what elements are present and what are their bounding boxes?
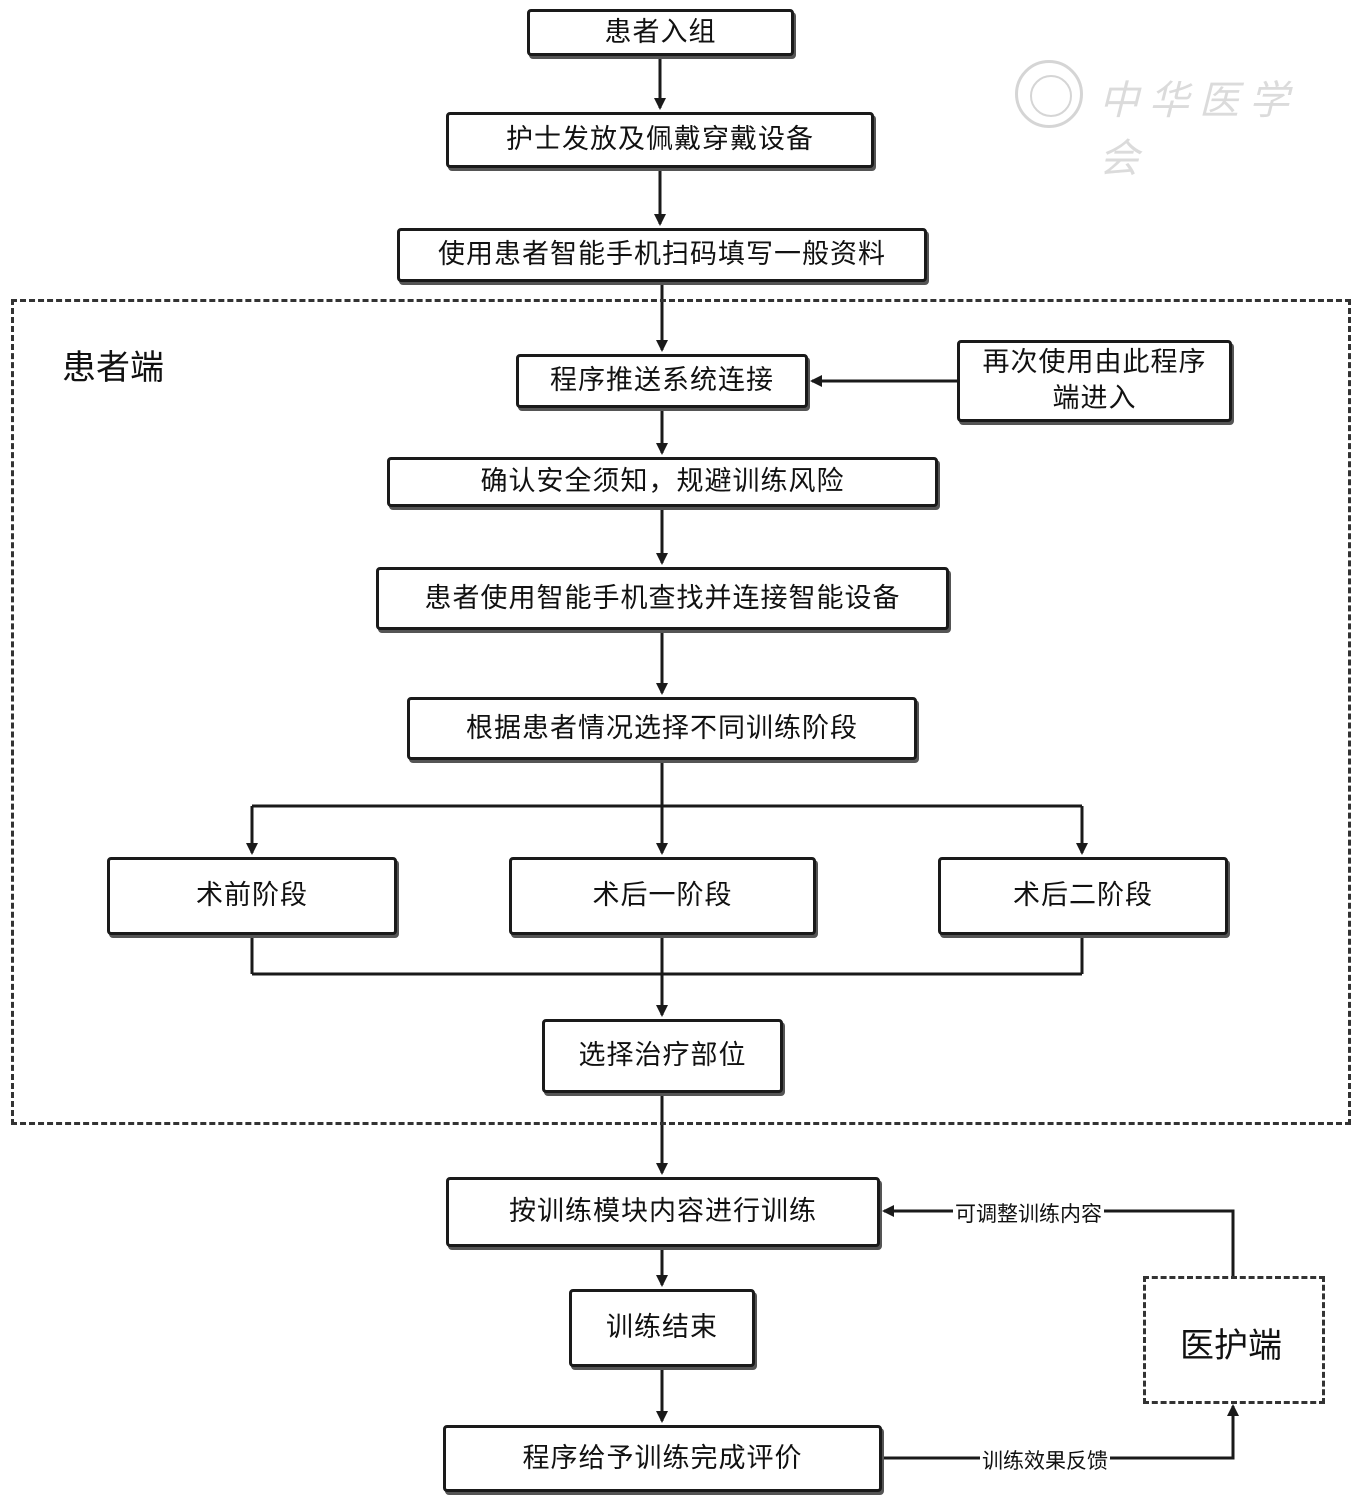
seal-icon (1015, 60, 1083, 128)
node-train: 按训练模块内容进行训练 (446, 1177, 880, 1247)
edge-label-adjust: 可调整训练内容 (953, 1198, 1104, 1228)
node-safety: 确认安全须知，规避训练风险 (387, 457, 938, 507)
node-enroll: 患者入组 (527, 9, 794, 56)
node-choose-stage: 根据患者情况选择不同训练阶段 (407, 697, 917, 760)
node-select-site: 选择治疗部位 (542, 1019, 783, 1093)
medical-side-region (1143, 1276, 1325, 1404)
edge-label-feedback: 训练效果反馈 (980, 1445, 1110, 1475)
patient-side-region (11, 299, 1351, 1125)
medical-side-label: 医护端 (1180, 1326, 1282, 1366)
node-preop: 术前阶段 (107, 857, 397, 935)
patient-side-label: 患者端 (62, 348, 164, 388)
node-connect-device: 患者使用智能手机查找并连接智能设备 (376, 567, 949, 630)
node-postop1: 术后一阶段 (509, 857, 816, 935)
watermark: 中华医学会 (1015, 60, 1315, 182)
node-train-end: 训练结束 (569, 1289, 755, 1367)
node-reenter: 再次使用由此程序 端进入 (957, 340, 1232, 422)
node-push-connect: 程序推送系统连接 (516, 354, 808, 408)
node-reenter-line2: 端进入 (1052, 383, 1137, 414)
watermark-text: 中华医学会 (1099, 78, 1299, 182)
node-evaluation: 程序给予训练完成评价 (443, 1425, 882, 1492)
node-nurse-device: 护士发放及佩戴穿戴设备 (446, 112, 874, 168)
node-scan-info: 使用患者智能手机扫码填写一般资料 (397, 228, 927, 282)
node-reenter-line1: 再次使用由此程序 (982, 347, 1207, 378)
node-postop2: 术后二阶段 (938, 857, 1228, 935)
